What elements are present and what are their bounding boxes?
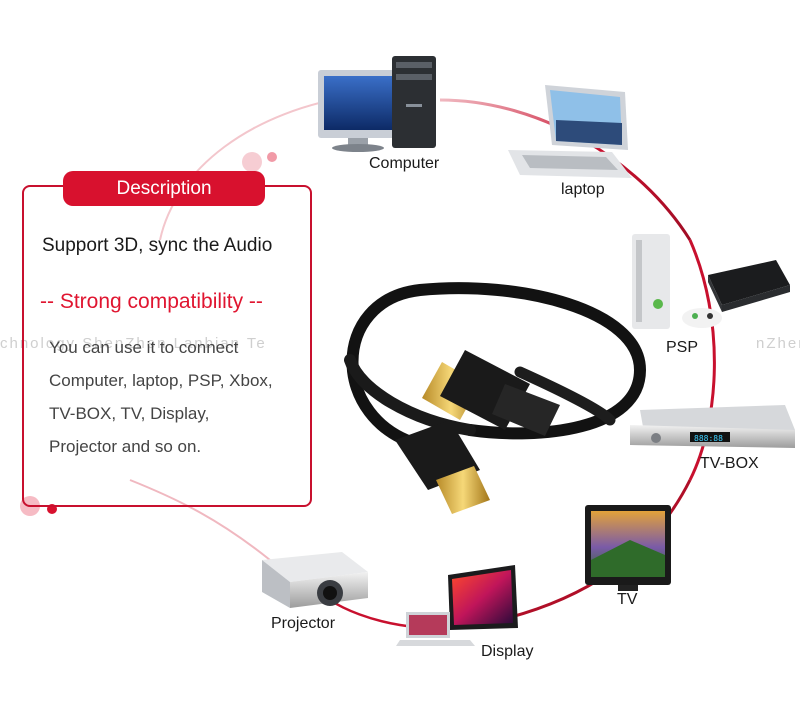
connection-ring: [129, 94, 716, 630]
description-heading: -- Strong compatibility --: [40, 290, 263, 313]
computer-label: Computer: [369, 155, 440, 172]
laptop-image: [508, 85, 632, 178]
description-body-line-2: Computer, laptop, PSP, Xbox,: [49, 371, 273, 390]
display-label: Display: [481, 643, 534, 660]
computer-image: [318, 56, 436, 152]
description-body-line-3: TV-BOX, TV, Display,: [49, 404, 210, 423]
watermark-text-right: nZhen: [756, 335, 800, 352]
psp-label: PSP: [666, 339, 699, 356]
tvbox-label: TV-BOX: [700, 455, 759, 472]
tvbox-image: 888:88: [630, 405, 795, 448]
display-image: [396, 565, 518, 646]
description-tab: Description: [63, 171, 265, 206]
psp-console-image: [632, 234, 790, 329]
svg-text:888:88: 888:88: [694, 434, 723, 443]
description-body-line-1: You can use it to connect: [49, 338, 239, 357]
projector-label: Projector: [271, 615, 336, 632]
watermark-text-left: chnology ShenZhen Lanbian Te: [0, 335, 267, 352]
description-feature-line: Support 3D, sync the Audio: [42, 235, 273, 256]
tv-label: TV: [617, 591, 638, 608]
tv-image: [585, 505, 671, 591]
description-body-line-4: Projector and so on.: [49, 437, 202, 456]
hdmi-cable-image: [344, 282, 647, 514]
laptop-label: laptop: [561, 181, 605, 198]
projector-image: [262, 552, 368, 608]
